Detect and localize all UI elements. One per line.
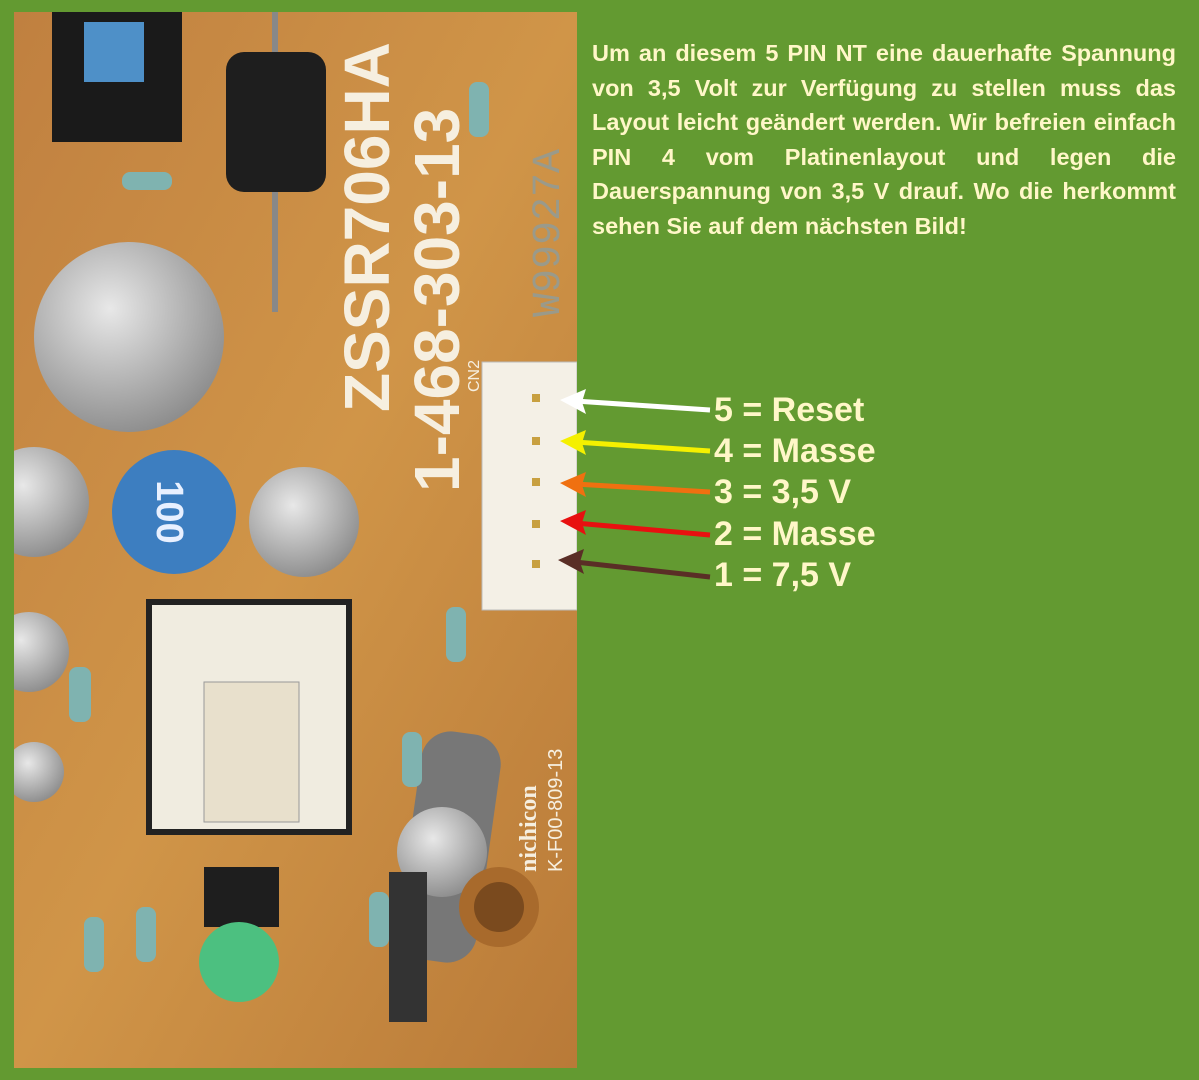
arrowhead-pin-1: [558, 549, 584, 574]
pcb-photo: 100 ZSSR706HA 1-468-303-13 W99927A CN2 n…: [14, 12, 577, 1068]
arrow-pin-3: [574, 481, 711, 495]
arrow-pin-4: [574, 439, 711, 454]
arrow-pin-5: [574, 398, 711, 413]
pin-2-label: 2 = Masse: [714, 515, 876, 553]
board-part-marking: 1-468-303-13: [401, 108, 473, 492]
brand-marking: nichicon: [516, 785, 542, 872]
arrow-pin-2: [574, 520, 711, 538]
arrowhead-pin-3: [560, 472, 586, 497]
pin-1-label: 1 = 7,5 V: [714, 556, 852, 594]
pin-5-label: 5 = Reset: [714, 391, 865, 429]
arrowhead-pin-5: [560, 389, 586, 414]
board-model-marking: ZSSR706HA: [331, 42, 403, 412]
pin-3-label: 3 = 3,5 V: [714, 473, 852, 511]
pin-4-label: 4 = Masse: [714, 432, 876, 470]
description-text: Um an diesem 5 PIN NT eine dauerhafte Sp…: [592, 40, 1176, 239]
cap-100-marking: 100: [148, 480, 190, 543]
kpart-marking: K-F00-809-13: [545, 749, 567, 872]
arrowhead-pin-4: [560, 430, 586, 455]
arrow-pin-1: [574, 559, 711, 580]
connector-label: CN2: [466, 360, 483, 392]
board-code-marking: W99927A: [527, 149, 572, 317]
arrowhead-pin-2: [560, 510, 586, 535]
